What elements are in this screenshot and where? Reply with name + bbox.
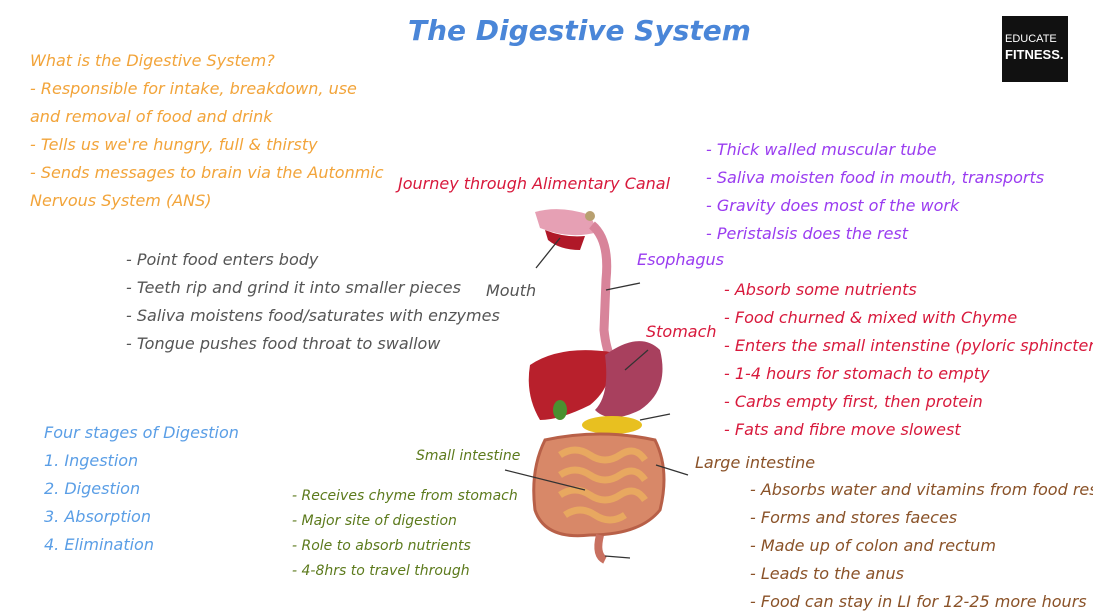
- stomach-illustration: [595, 341, 663, 418]
- page-title: The Digestive System: [408, 14, 751, 47]
- esophagus-point: - Saliva moisten food in mouth, transpor…: [706, 168, 1045, 187]
- large-intestine-point: - Made up of colon and rectum: [750, 536, 996, 555]
- intro-line: and removal of food and drink: [30, 107, 273, 126]
- stage-item: 3. Absorption: [44, 507, 151, 526]
- stomach-point: - Food churned & mixed with Chyme: [724, 308, 1018, 327]
- small-intestine-point: - 4-8hrs to travel through: [292, 563, 470, 579]
- large-intestine-points: - Absorbs water and vitamins from food r…: [750, 476, 1093, 616]
- large-intestine-point: - Food can stay in LI for 12-25 more hou…: [750, 592, 1087, 611]
- gallbladder-illustration: [553, 400, 567, 420]
- journey-heading: Journey through Alimentary Canal: [398, 174, 671, 193]
- stomach-point: - Enters the small intenstine (pyloric s…: [724, 336, 1093, 355]
- esophagus-points: - Thick walled muscular tube - Saliva mo…: [706, 136, 1044, 248]
- large-intestine-point: - Leads to the anus: [750, 564, 904, 583]
- large-intestine-point: - Absorbs water and vitamins from food r…: [750, 480, 1093, 499]
- logo-line1: EDUCATE: [1005, 33, 1057, 45]
- intro-line: - Sends messages to brain via the Autonm…: [30, 163, 384, 182]
- liver-illustration: [528, 350, 611, 420]
- stage-item: 1. Ingestion: [44, 451, 139, 470]
- stomach-point: - Fats and fibre move slowest: [724, 420, 961, 439]
- small-intestine-label: Small intestine: [416, 448, 521, 464]
- mouth-point: - Teeth rip and grind it into smaller pi…: [126, 278, 461, 297]
- mouth-point: - Tongue pushes food throat to swallow: [126, 334, 441, 353]
- educate-fitness-logo: EDUCATE FITNESS.: [1002, 16, 1068, 82]
- stages-section: Four stages of Digestion 1. Ingestion 2.…: [44, 419, 239, 559]
- small-intestine-point: - Role to absorb nutrients: [292, 538, 471, 554]
- mouth-illustration: [535, 209, 598, 250]
- esophagus-point: - Thick walled muscular tube: [706, 140, 937, 159]
- stomach-label: Stomach: [646, 322, 717, 341]
- mouth-points: - Point food enters body - Teeth rip and…: [126, 246, 500, 358]
- intro-section: What is the Digestive System? - Responsi…: [30, 47, 384, 215]
- small-intestine-points: - Receives chyme from stomach - Major si…: [292, 484, 518, 584]
- stomach-point: - Absorb some nutrients: [724, 280, 917, 299]
- mouth-point: - Saliva moistens food/saturates with en…: [126, 306, 500, 325]
- esophagus-point: - Peristalsis does the rest: [706, 224, 909, 243]
- stages-heading: Four stages of Digestion: [44, 423, 239, 442]
- intro-line: - Tells us we're hungry, full & thirsty: [30, 135, 318, 154]
- stomach-point: - 1-4 hours for stomach to empty: [724, 364, 990, 383]
- mouth-point: - Point food enters body: [126, 250, 319, 269]
- mouth-label: Mouth: [486, 281, 537, 300]
- intro-heading: What is the Digestive System?: [30, 51, 275, 70]
- small-intestine-point: - Receives chyme from stomach: [292, 488, 518, 504]
- small-intestine-point: - Major site of digestion: [292, 513, 457, 529]
- pointer-lines: [504, 237, 689, 559]
- stomach-points: - Absorb some nutrients - Food churned &…: [724, 276, 1093, 444]
- stomach-point: - Carbs empty first, then protein: [724, 392, 983, 411]
- large-intestine-label: Large intestine: [695, 453, 816, 472]
- logo-line2: FITNESS.: [1005, 47, 1064, 62]
- stage-item: 4. Elimination: [44, 535, 154, 554]
- intro-line: - Responsible for intake, breakdown, use: [30, 79, 357, 98]
- esophagus-point: - Gravity does most of the work: [706, 196, 960, 215]
- esophagus-label: Esophagus: [637, 250, 724, 269]
- pancreas-illustration: [582, 416, 642, 434]
- rectum-illustration: [594, 534, 608, 564]
- intro-line: Nervous System (ANS): [30, 191, 212, 210]
- esophagus-illustration: [588, 221, 616, 363]
- stage-item: 2. Digestion: [44, 479, 141, 498]
- small-intestine-illustration: [558, 446, 648, 524]
- large-intestine-point: - Forms and stores faeces: [750, 508, 958, 527]
